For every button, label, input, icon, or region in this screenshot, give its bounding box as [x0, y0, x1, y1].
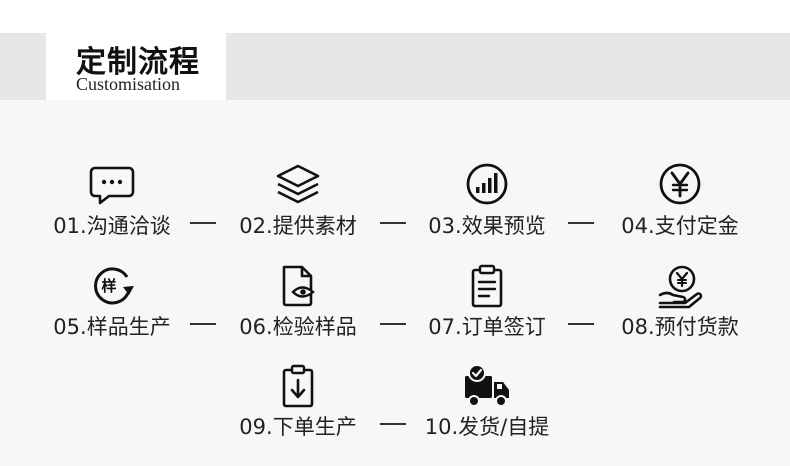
layers-icon: [273, 162, 323, 208]
signal-chart-icon: [462, 162, 512, 208]
step-label: 订单签订: [461, 315, 546, 339]
step-preview: 03.效果预览: [402, 162, 572, 242]
connector-dash: [190, 323, 216, 325]
step-sign-order: 07.订单签订: [402, 263, 572, 343]
step-label: 发货/自提: [458, 415, 550, 439]
step-number: 09.: [239, 415, 273, 439]
sample-badge-text: 样: [101, 277, 116, 295]
connector-dash: [568, 323, 594, 325]
step-delivery: 10.发货/自提: [402, 363, 572, 443]
step-mass-production: 09.下单生产: [213, 363, 383, 443]
sample-refresh-icon: 样: [87, 263, 137, 309]
step-label: 沟通洽谈: [86, 214, 171, 238]
step-number: 04.: [621, 214, 655, 238]
document-eye-icon: [273, 263, 323, 309]
process-area: [0, 100, 790, 466]
step-label: 下单生产: [272, 415, 357, 439]
step-sample-production: 样 05.样品生产: [27, 263, 197, 343]
step-label: 提供素材: [272, 214, 357, 238]
step-number: 10.: [424, 415, 459, 439]
step-communicate: 01.沟通洽谈: [27, 162, 197, 242]
step-label: 支付定金: [654, 214, 739, 238]
connector-dash: [380, 423, 406, 425]
step-label: 样品生产: [86, 315, 171, 339]
top-band: [0, 0, 790, 33]
step-inspect-samples: 06.检验样品: [213, 263, 383, 343]
yen-hand-icon: [655, 263, 705, 309]
step-provide-materials: 02.提供素材: [213, 162, 383, 242]
step-number: 06.: [239, 315, 273, 339]
step-label: 检验样品: [272, 315, 357, 339]
page-title: 定制流程: [76, 45, 200, 80]
step-number: 03.: [428, 214, 462, 238]
connector-dash: [380, 323, 406, 325]
clipboard-icon: [462, 263, 512, 309]
chat-bubble-icon: [87, 162, 137, 208]
connector-dash: [568, 222, 594, 224]
page-subtitle: Customisation: [76, 74, 181, 94]
connector-dash: [380, 222, 406, 224]
step-label: 效果预览: [461, 214, 546, 238]
clipboard-download-icon: [273, 363, 323, 409]
step-number: 01.: [53, 214, 87, 238]
step-number: 08.: [621, 315, 655, 339]
step-number: 07.: [428, 315, 462, 339]
step-prepayment: 08.预付货款: [595, 263, 765, 343]
yen-coin-icon: [655, 162, 705, 208]
delivery-truck-icon: [462, 363, 512, 409]
title-box: 定制流程 Customisation: [46, 33, 226, 100]
step-number: 05.: [53, 315, 87, 339]
step-label: 预付货款: [654, 315, 739, 339]
step-number: 02.: [239, 214, 273, 238]
connector-dash: [190, 222, 216, 224]
step-deposit: 04.支付定金: [595, 162, 765, 242]
